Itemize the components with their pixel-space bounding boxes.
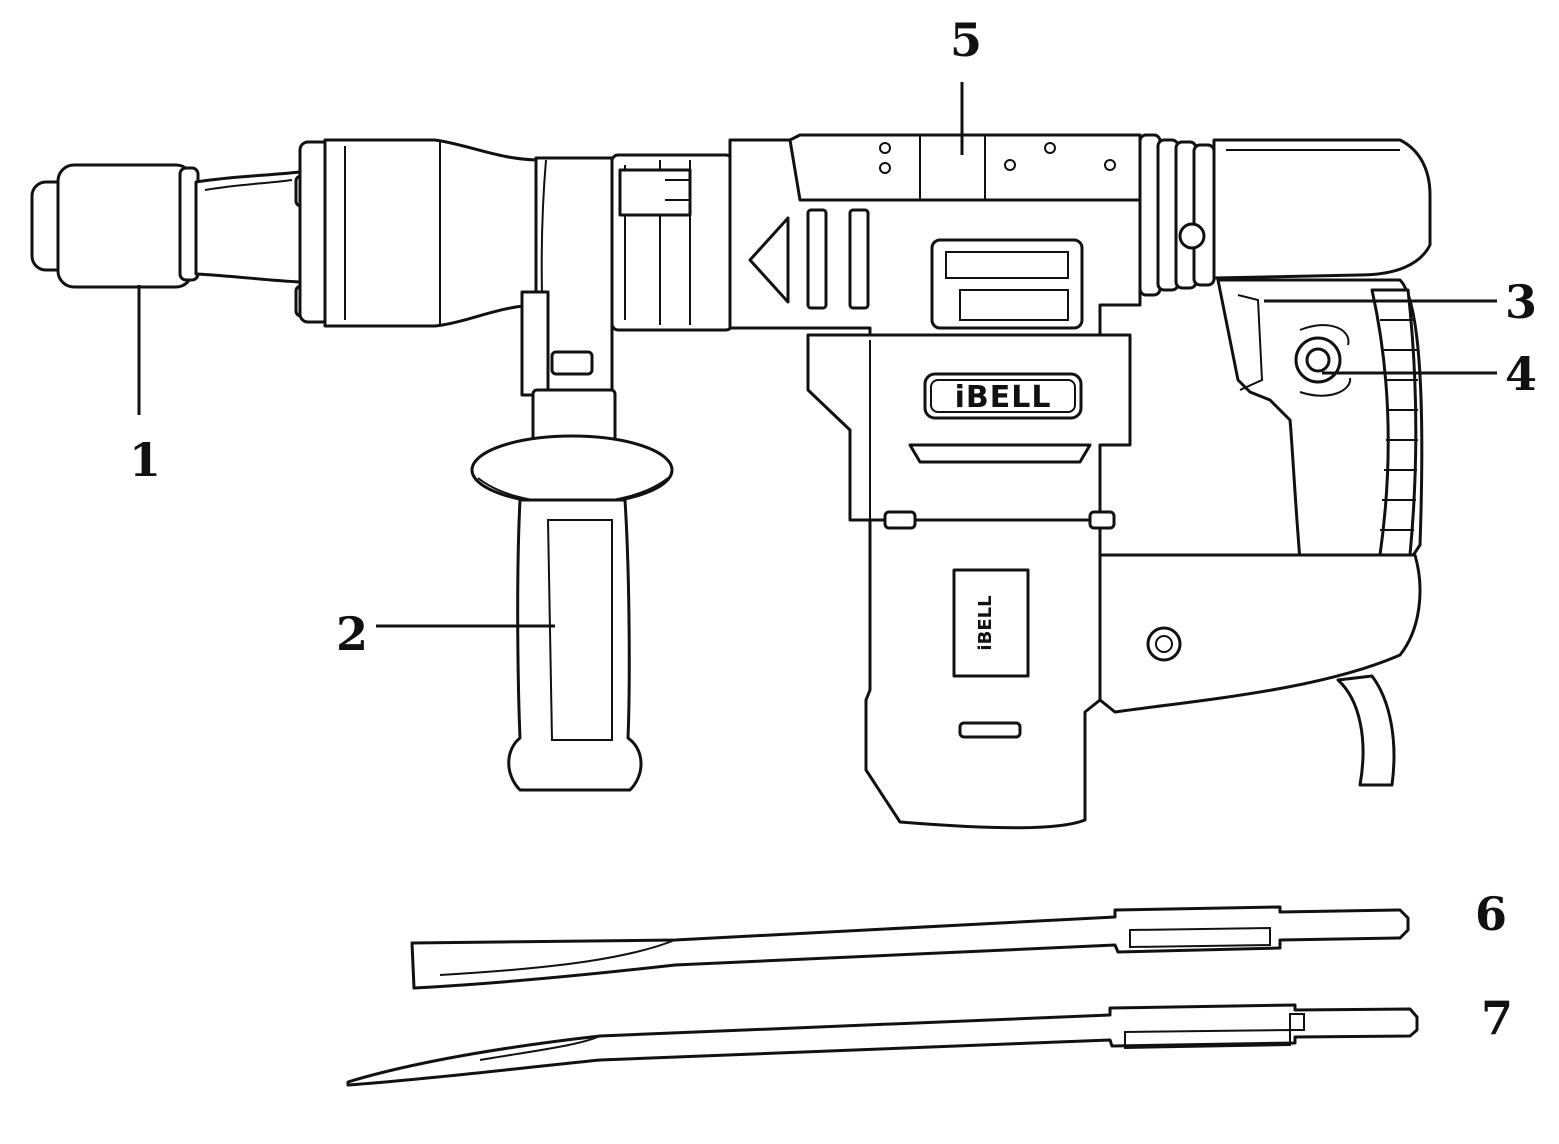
motor-body: iBELL iBELL <box>806 333 1132 830</box>
side-brand-text: iBELL <box>975 595 996 650</box>
brand-badge-text: iBELL <box>955 380 1052 415</box>
callout-labels: 1 2 3 4 5 6 7 <box>129 13 1537 1045</box>
callout-6: 6 <box>1475 887 1507 941</box>
callout-1: 1 <box>129 433 161 487</box>
chuck-part-1 <box>30 163 314 318</box>
front-barrel <box>298 138 734 332</box>
main-housing <box>728 133 1432 342</box>
side-handle-part-2 <box>470 156 674 792</box>
leader-lines <box>137 82 1497 628</box>
rear-handle <box>1098 278 1424 787</box>
callout-2: 2 <box>336 607 368 661</box>
callout-3: 3 <box>1505 275 1537 329</box>
callout-7: 7 <box>1481 991 1513 1045</box>
callout-5: 5 <box>950 13 982 67</box>
flat-chisel-part-6 <box>410 905 1410 990</box>
pointed-chisel-part-7 <box>346 1003 1419 1087</box>
callout-4: 4 <box>1505 347 1537 401</box>
